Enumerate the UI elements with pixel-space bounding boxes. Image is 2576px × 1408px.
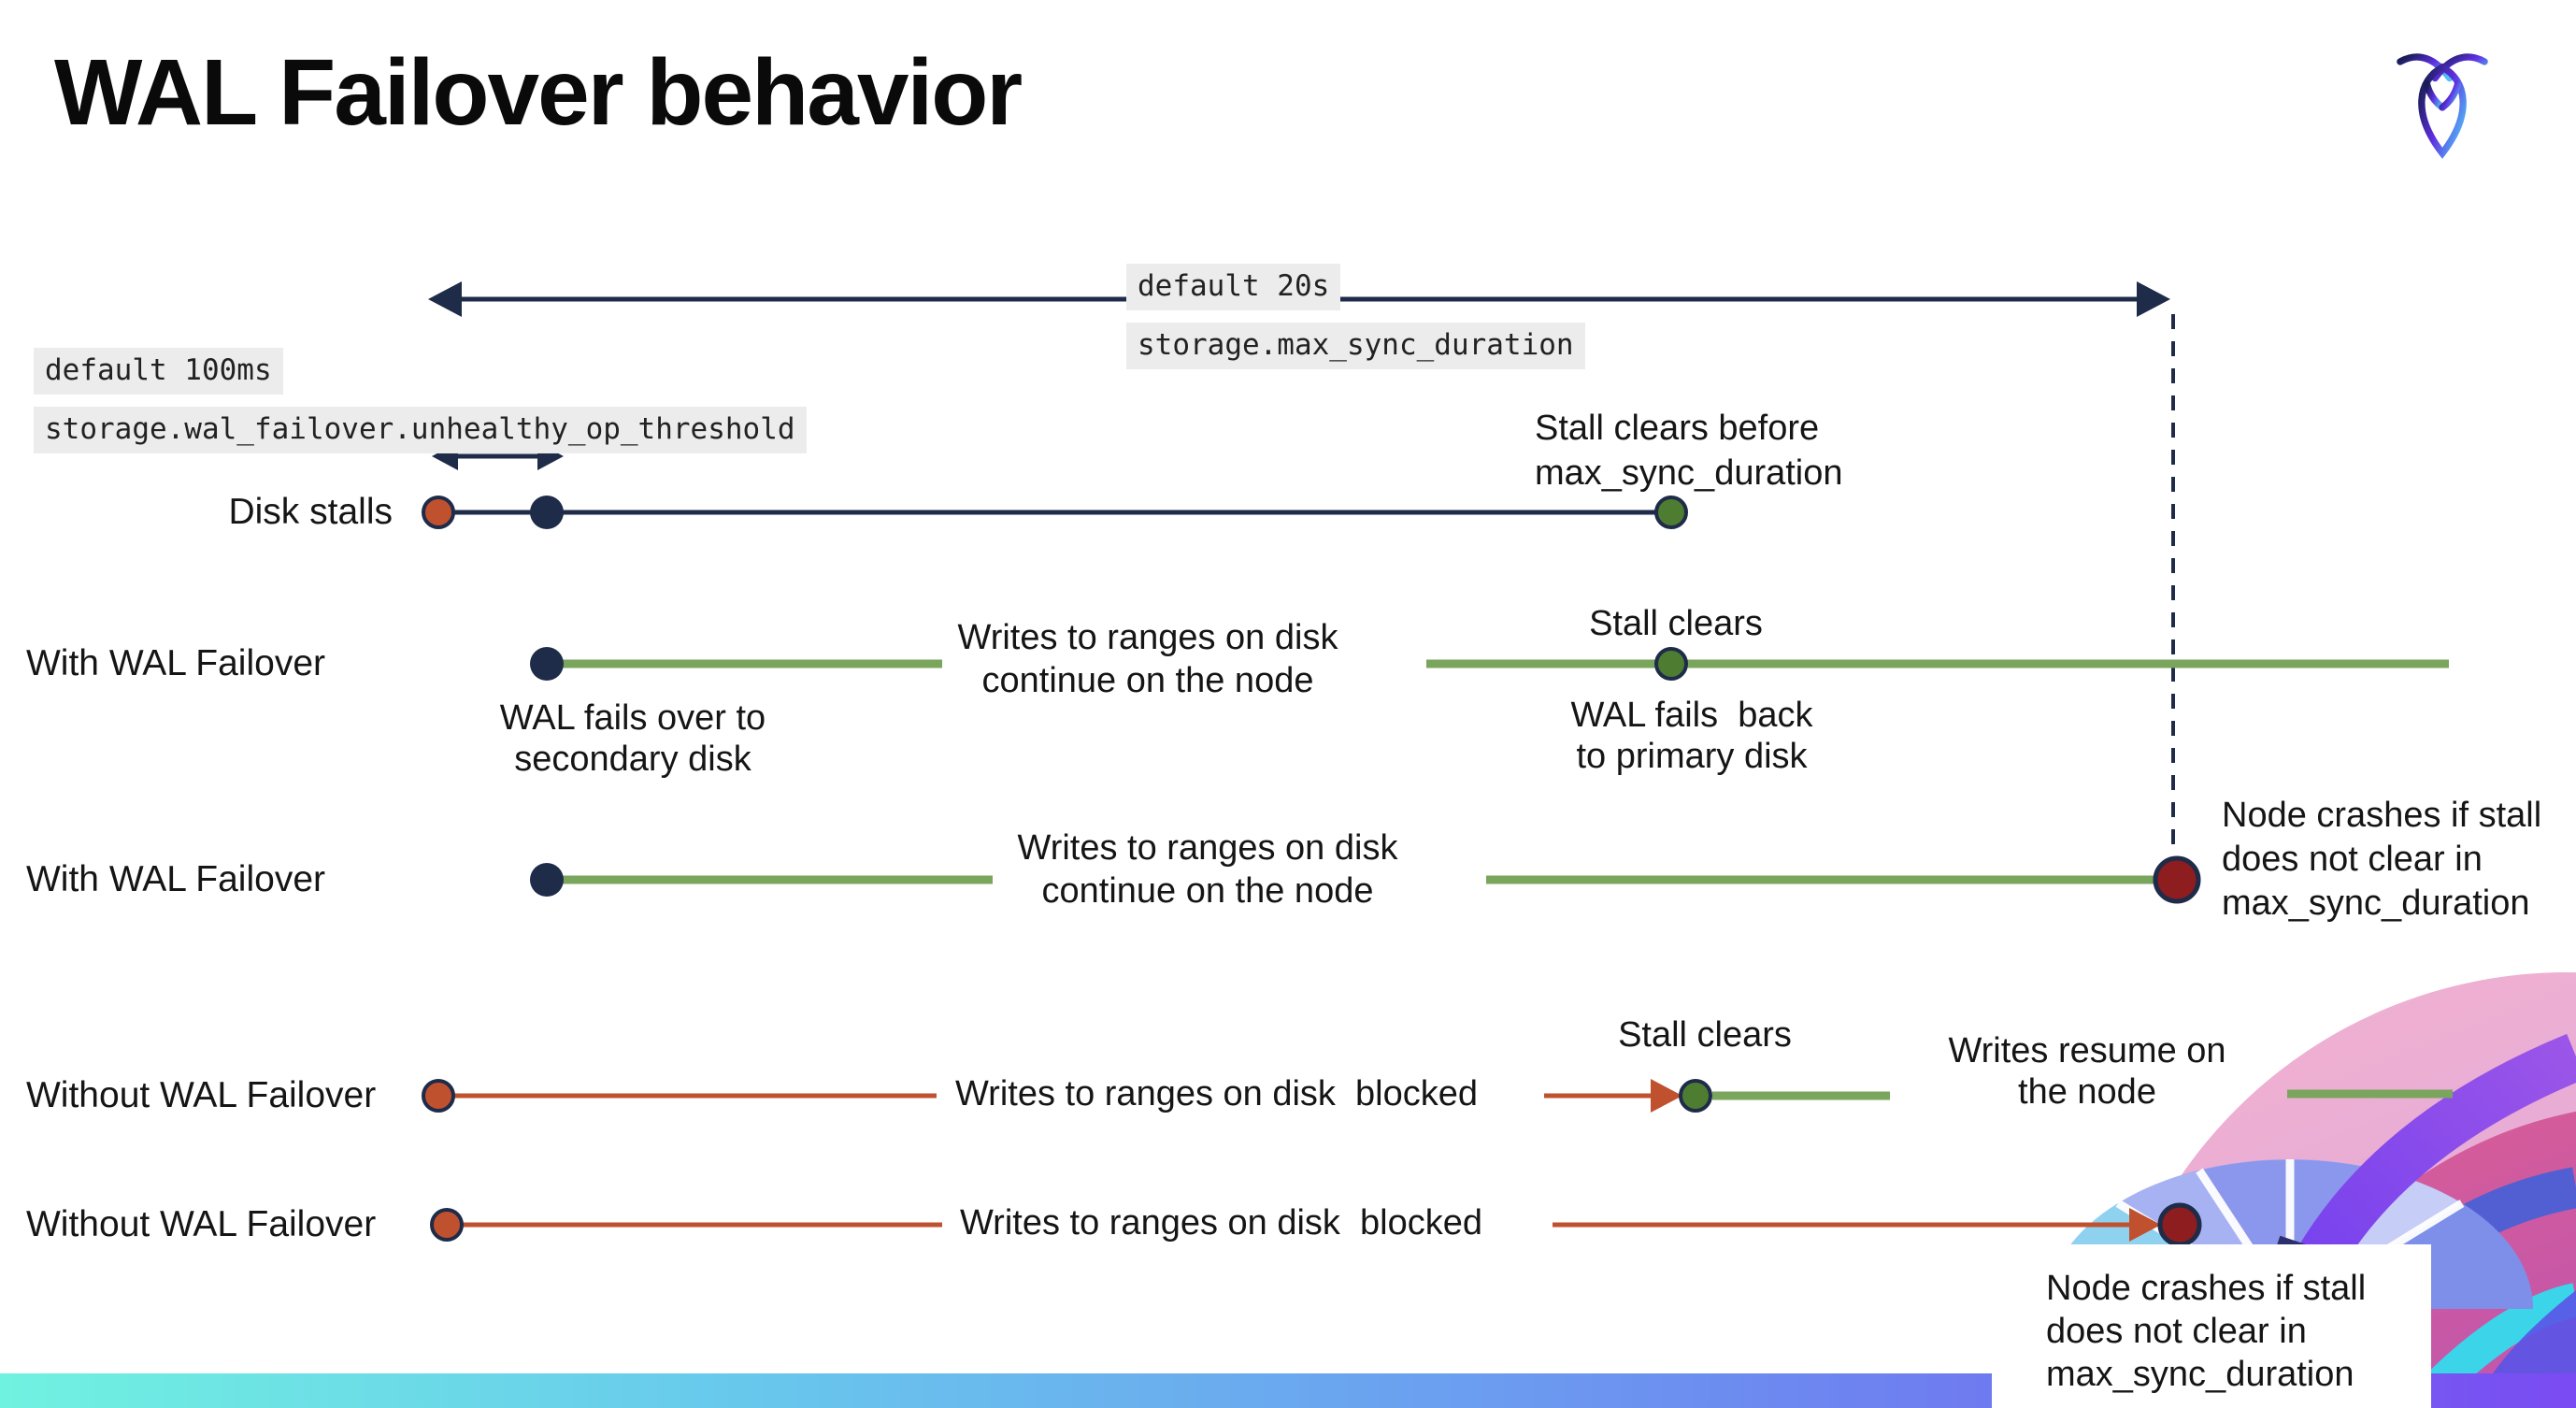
timeline-disk-stalls (422, 496, 1688, 529)
page-title: WAL Failover behavior (54, 40, 1023, 145)
cockroachdb-logo-icon (2397, 53, 2488, 159)
note-writes-continue-2: Writes to ranges on disk continue on the… (1017, 828, 1398, 911)
note-wal-fails-back: WAL fails back to primary disk (1570, 696, 1813, 776)
setting-max-sync-default-label: default 20s (1126, 264, 1341, 310)
note-stall-clears-before: Stall clears before max_sync_duration (1535, 409, 1843, 493)
note-node-crashes-2: Node crashes if stall does not clear in … (2046, 1269, 2367, 1394)
row-label-with-wal-1: With WAL Failover (26, 643, 325, 683)
note-stall-clears-1: Stall clears (1589, 604, 1763, 643)
setting-unhealthy-default-label: default 100ms (34, 348, 283, 395)
wal1-failover-dot (530, 647, 564, 681)
note-writes-blocked-1: Writes to ranges on disk blocked (955, 1074, 1479, 1113)
nowal1-clear-dot (1679, 1079, 1712, 1113)
disk-stall-clear-dot (1654, 496, 1688, 529)
note-node-crashes-1: Node crashes if stall does not clear in … (2222, 796, 2542, 923)
note-writes-resume: Writes resume on the node (1948, 1031, 2226, 1112)
timeline-wal-failover-2 (530, 855, 2201, 904)
disk-stall-threshold-dot (530, 496, 564, 529)
row-label-without-wal-2: Without WAL Failover (26, 1204, 377, 1244)
note-stall-clears-2: Stall clears (1618, 1015, 1792, 1055)
nowal2-crash-dot (2157, 1202, 2202, 1247)
row-label-without-wal-1: Without WAL Failover (26, 1075, 377, 1115)
row-label-disk-stalls: Disk stalls (228, 492, 393, 532)
row-label-with-wal-2: With WAL Failover (26, 859, 325, 899)
nowal2-stall-dot (430, 1208, 464, 1242)
wal1-failback-dot (1654, 647, 1688, 681)
wal2-crash-dot (2153, 855, 2201, 904)
note-writes-continue-1: Writes to ranges on disk continue on the… (957, 618, 1338, 700)
nowal1-stall-dot (422, 1079, 455, 1113)
note-wal-fails-over: WAL fails over to secondary disk (499, 698, 766, 779)
timeline-wal-failover-1 (530, 647, 2449, 681)
setting-unhealthy-name-label: storage.wal_failover.unhealthy_op_thresh… (34, 407, 807, 453)
timeline-without-wal-1 (422, 1079, 2453, 1113)
crash-callout-box: Node crashes if stall does not clear in … (1992, 1244, 2431, 1408)
disk-stall-start-dot (422, 496, 455, 529)
setting-max-sync-name-label: storage.max_sync_duration (1126, 323, 1585, 369)
note-writes-blocked-2: Writes to ranges on disk blocked (960, 1203, 1483, 1243)
wal2-failover-dot (530, 863, 564, 897)
